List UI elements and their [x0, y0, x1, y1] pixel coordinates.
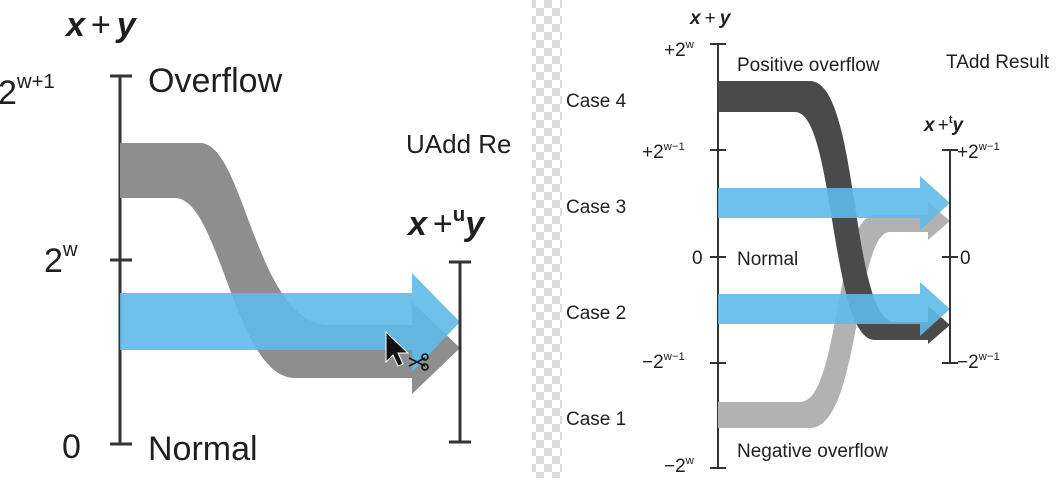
right-result-title: TAdd Result — [946, 52, 1050, 73]
right-axis-title: x+y — [689, 8, 732, 29]
left-region-overflow: Overflow — [148, 62, 283, 100]
cursor-arrow-icon — [385, 330, 410, 367]
right-panel-twos-complement-add: x+y +2w +2w−1 0 −2w−1 −2w Case 4 Case 3 … — [566, 8, 1050, 477]
case-4-label: Case 4 — [566, 91, 627, 112]
left-panel-unsigned-add: x+y 2w+1 2w 0 Overflow Normal UAdd Re x+… — [0, 6, 512, 468]
case-1-band — [718, 202, 950, 428]
case-1-label: Case 1 — [566, 409, 626, 430]
case-3-band — [718, 176, 950, 230]
left-overflow-band — [120, 143, 460, 394]
right-result-axis-title: x+ty — [923, 114, 964, 136]
right-tick-label-plus-2w1: +2w−1 — [642, 141, 685, 163]
left-tick-label-2w1: 2w+1 — [0, 71, 55, 112]
left-axis-title: x+y — [64, 6, 138, 44]
left-tick-label-zero: 0 — [62, 428, 81, 466]
left-normal-band — [120, 273, 460, 372]
left-tick-label-2w: 2w — [44, 239, 78, 280]
left-region-normal: Normal — [148, 430, 258, 468]
right-region-negative-overflow: Negative overflow — [737, 441, 888, 462]
right-result-tick-label-plus: +2w−1 — [957, 141, 1000, 163]
right-region-normal: Normal — [737, 249, 798, 270]
case-3-label: Case 3 — [566, 197, 626, 218]
case-2-label: Case 2 — [566, 303, 626, 324]
transparency-checkerboard — [532, 0, 562, 478]
left-result-axis-title: x+uy — [406, 204, 486, 243]
right-tick-label-plus-2w: +2w — [664, 39, 695, 61]
case-2-band — [718, 282, 950, 336]
right-result-tick-label-minus: −2w−1 — [957, 351, 1000, 373]
right-tick-label-minus-2w: −2w — [664, 455, 695, 477]
right-tick-label-minus-2w1: −2w−1 — [642, 351, 685, 373]
right-region-positive-overflow: Positive overflow — [737, 55, 880, 76]
scissors-icon — [408, 353, 429, 371]
right-tick-label-zero: 0 — [692, 248, 703, 269]
left-result-title: UAdd Re — [406, 129, 512, 159]
right-result-tick-label-zero: 0 — [960, 248, 971, 269]
